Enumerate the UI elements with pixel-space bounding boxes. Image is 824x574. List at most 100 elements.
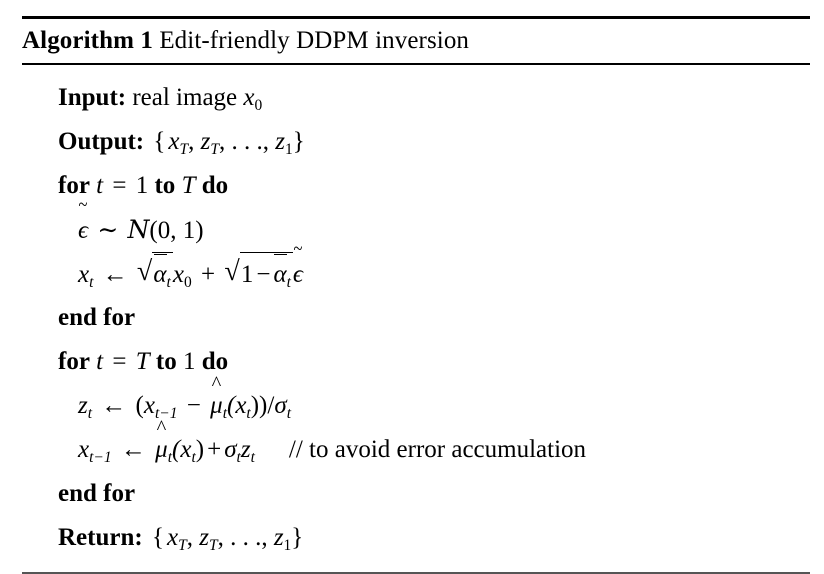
forward-x0-symbol: x bbox=[172, 261, 184, 288]
line-output: Output: {xT, zT, . . ., z1} bbox=[22, 120, 810, 164]
line-for-backward: for t = T to 1 do bbox=[22, 340, 810, 384]
line-end-for-forward: end for bbox=[22, 296, 810, 340]
output-keyword: Output: bbox=[58, 128, 145, 155]
return-sep-2: , bbox=[217, 524, 224, 551]
z-minus-operator: − bbox=[186, 392, 201, 419]
mu-hat-symbol-2: μ bbox=[155, 428, 168, 472]
output-open-brace: { bbox=[153, 128, 166, 155]
for-to-keyword: to bbox=[154, 172, 176, 199]
z-lhs-subscript: t bbox=[87, 404, 93, 422]
epsilon-tilde-symbol: ϵ bbox=[78, 209, 88, 253]
update-mu-arg: (x bbox=[172, 436, 192, 463]
return-sep-3: , bbox=[261, 524, 268, 551]
for-start-value: 1 bbox=[135, 172, 149, 199]
line-end-for-backward: end for bbox=[22, 472, 810, 516]
sqrt-alpha-bar: αt bbox=[137, 250, 173, 297]
return-keyword: Return: bbox=[58, 524, 143, 551]
update-sigma-symbol: σ bbox=[224, 436, 237, 463]
mu-hat-subscript-2: t bbox=[167, 448, 173, 466]
output-sub-1: T bbox=[179, 140, 189, 158]
update-z-symbol: z bbox=[240, 436, 251, 463]
alpha-bar-symbol-2: α bbox=[273, 253, 287, 297]
minus-operator: − bbox=[256, 261, 271, 288]
algorithm-figure: Algorithm 1 Edit-friendly DDPM inversion… bbox=[22, 16, 810, 574]
sigma-subscript: t bbox=[286, 404, 291, 422]
algorithm-body: Input: real image x0 Output: {xT, zT, . … bbox=[22, 65, 810, 572]
update-mu-arg-close: ) bbox=[195, 436, 205, 463]
line-forward-diffuse: xt ← αtx0 + 1−αtϵ bbox=[22, 250, 810, 297]
distribution-parameters: (0, 1) bbox=[149, 217, 204, 244]
for-loop-var-2: t bbox=[96, 348, 104, 375]
end-for-keyword: end for bbox=[58, 304, 136, 331]
for-do-keyword: do bbox=[201, 172, 229, 199]
forward-lhs-symbol: x bbox=[78, 261, 90, 288]
forward-lhs-subscript: t bbox=[89, 273, 94, 291]
update-plus-operator: + bbox=[207, 436, 222, 463]
mu-hat-symbol: μ bbox=[210, 384, 223, 428]
for-keyword-2: for bbox=[58, 348, 90, 375]
output-var-x: x bbox=[168, 128, 180, 155]
sigma-symbol: σ bbox=[274, 392, 287, 419]
update-lhs-symbol: x bbox=[78, 436, 90, 463]
line-return: Return: {xT, zT, . . ., z1} bbox=[22, 516, 810, 560]
output-sub-3: 1 bbox=[284, 140, 293, 158]
return-close-brace: } bbox=[291, 524, 304, 551]
return-ellipsis: . . . bbox=[230, 524, 262, 551]
update-sigma-subscript: t bbox=[236, 448, 241, 466]
end-for-keyword-2: end for bbox=[58, 480, 136, 507]
line-input: Input: real image x0 bbox=[22, 76, 810, 120]
alpha-bar-subscript: t bbox=[166, 273, 171, 291]
sqrt-one-minus-alpha-bar: 1−αt bbox=[224, 250, 293, 297]
return-var-z: z bbox=[199, 524, 209, 551]
plus-operator: + bbox=[200, 261, 216, 288]
return-sep-1: , bbox=[186, 524, 193, 551]
output-var-z: z bbox=[200, 128, 211, 155]
forward-x0-subscript: 0 bbox=[183, 273, 192, 291]
z-x-symbol: x bbox=[143, 392, 155, 419]
z-inner-subscript: t bbox=[246, 404, 251, 422]
assign-arrow-icon: ← bbox=[102, 261, 128, 288]
alpha-bar-subscript-2: t bbox=[286, 273, 291, 291]
for-loop-var: t bbox=[96, 172, 104, 199]
return-open-brace: { bbox=[151, 524, 164, 551]
input-symbol: x bbox=[243, 84, 255, 111]
input-text: real image bbox=[132, 84, 238, 111]
output-ellipsis: . . . bbox=[231, 128, 263, 155]
algorithm-label: Algorithm 1 bbox=[22, 27, 153, 54]
output-var-z-last: z bbox=[275, 128, 285, 155]
output-sub-2: T bbox=[210, 140, 219, 158]
return-var-z-last: z bbox=[273, 524, 284, 551]
line-for-forward: for t = 1 to T do bbox=[22, 164, 810, 208]
input-subscript: 0 bbox=[254, 96, 263, 114]
for-do-keyword-2: do bbox=[201, 348, 229, 375]
for-end-value: T bbox=[181, 172, 196, 199]
z-divide-slash: / bbox=[267, 392, 275, 419]
line-update-x: xt−1 ← μt(xt)+σtzt// to avoid error accu… bbox=[22, 428, 810, 472]
z-close-parens: )) bbox=[250, 392, 268, 419]
line-sample-noise: ϵ ∼ N(0, 1) bbox=[22, 208, 810, 252]
output-sep-1: , bbox=[188, 128, 195, 155]
one-literal: 1 bbox=[240, 261, 254, 288]
epsilon-tilde-symbol-2: ϵ bbox=[293, 253, 303, 297]
algorithm-title: Algorithm 1 Edit-friendly DDPM inversion bbox=[22, 19, 810, 63]
header-rule bbox=[22, 63, 810, 65]
for-end-value-2: 1 bbox=[182, 348, 196, 375]
output-sep-2: , bbox=[218, 128, 226, 155]
normal-distribution-symbol: N bbox=[127, 215, 150, 244]
for-equals-2: = bbox=[112, 348, 127, 375]
update-lhs-subscript: t−1 bbox=[89, 448, 112, 466]
update-mu-arg-subscript: t bbox=[191, 448, 196, 466]
output-close-brace: } bbox=[292, 128, 305, 155]
for-start-value-2: T bbox=[135, 348, 150, 375]
alpha-bar-symbol: α bbox=[153, 253, 167, 297]
line-compute-z: zt ← (xt−1 − μt(xt))/σt bbox=[22, 384, 810, 428]
update-comment: // to avoid error accumulation bbox=[288, 436, 587, 463]
z-lhs-symbol: z bbox=[78, 392, 88, 419]
return-var-x: x bbox=[166, 524, 179, 551]
update-z-subscript: t bbox=[250, 448, 255, 466]
for-equals: = bbox=[112, 172, 127, 199]
input-keyword: Input: bbox=[58, 84, 127, 111]
for-to-keyword-2: to bbox=[155, 348, 177, 375]
assign-arrow-icon-2: ← bbox=[101, 392, 127, 419]
output-sep-3: , bbox=[262, 128, 269, 155]
